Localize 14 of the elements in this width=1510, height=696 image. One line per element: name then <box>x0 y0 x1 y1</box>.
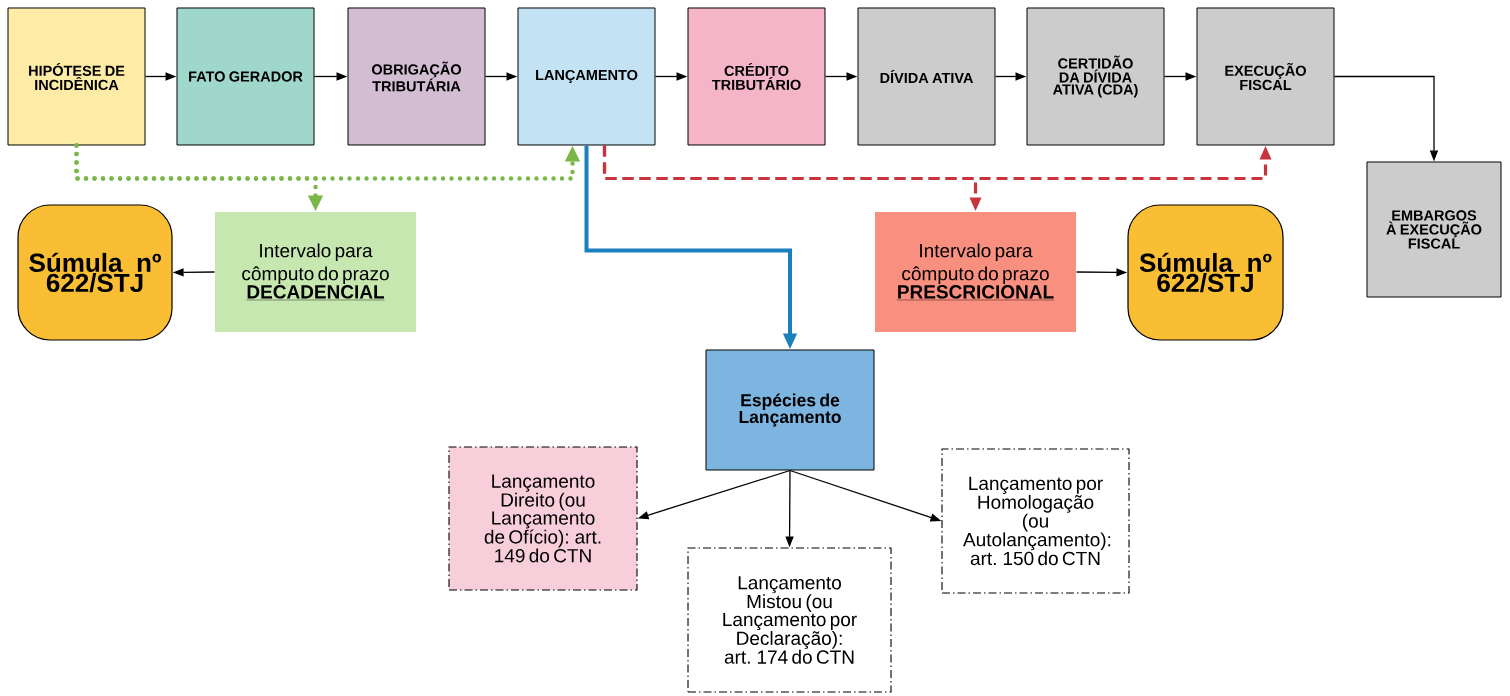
process-box: EXECUÇÃO FISCAL <box>1196 7 1335 146</box>
interval-box: Intervalo para cômputo do prazo DECADENCIAL <box>215 212 416 332</box>
process-box: HIPÓTESE DE INCIDÊNICA <box>7 7 146 146</box>
process-box: LANÇAMENTO <box>517 7 656 146</box>
interval-box: Intervalo para cômputo do prazo PRESCRICIONAL <box>875 212 1076 332</box>
process-box: Espécies de Lançamento <box>705 349 875 471</box>
process-box: EMBARGOS À EXECUÇÃO FISCAL <box>1366 161 1502 298</box>
process-box: CERTIDÃO DA DÍVIDA ATIVA (CDA) <box>1026 7 1165 146</box>
process-box: DÍVIDA ATIVA <box>857 7 996 146</box>
rounded-box: Súmula nº 622/STJ <box>17 204 173 341</box>
process-box: OBRIGAÇÃO TRIBUTÁRIA <box>347 7 486 146</box>
process-box: FATO GERADOR <box>176 7 315 146</box>
rounded-box: Súmula nº 622/STJ <box>1127 204 1284 341</box>
process-box: CRÉDITO TRIBUTÁRIO <box>687 7 826 146</box>
